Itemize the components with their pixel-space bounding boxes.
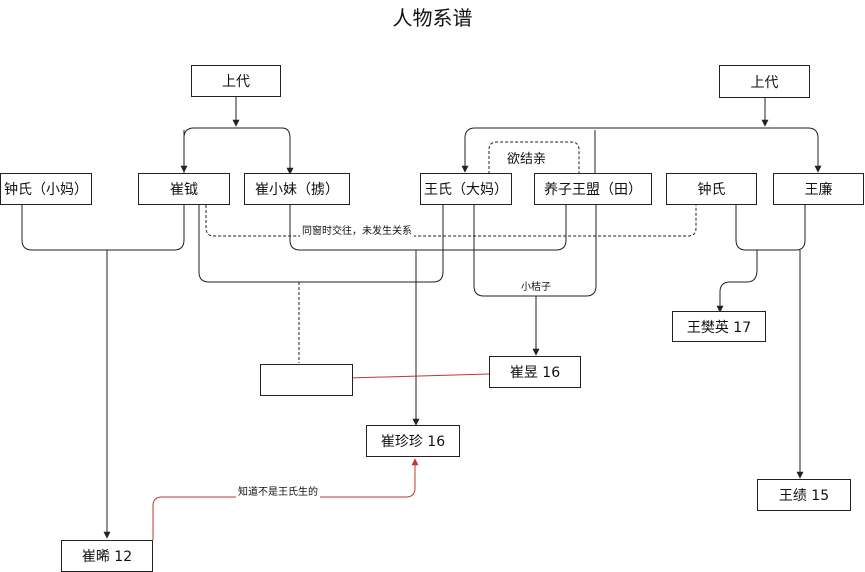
label-marriage-intent: 欲结亲: [505, 148, 549, 167]
label-xiao-jiezi: 小桔子: [519, 278, 553, 293]
node-unknown-child[interactable]: [260, 364, 353, 396]
node-zhong-shi-xiao-ma[interactable]: 钟氏（小妈）: [0, 173, 92, 205]
node-wang-ji[interactable]: 王绩 15: [757, 479, 851, 511]
edge-ancestor-right-children: [461, 97, 822, 174]
node-zhong-shi[interactable]: 钟氏: [666, 173, 757, 205]
node-cui-xiao-mei[interactable]: 崔小妹（掳）: [244, 173, 350, 205]
label-knows-not-wang: 知道不是王氏生的: [236, 483, 320, 498]
node-wang-shi-da-ma[interactable]: 王氏（大妈）: [420, 173, 512, 205]
edge-cui-yue-wang-shi: [198, 205, 444, 283]
label-classmates-note: 同窗时交往，未发生关系: [300, 222, 414, 237]
edge-to-cui-xi: [21, 205, 185, 539]
node-cui-xi[interactable]: 崔晞 12: [61, 540, 153, 572]
node-adopted-son-wang-meng[interactable]: 养子王盟（田）: [534, 173, 652, 205]
edge-ancestor-left-children: [180, 96, 294, 175]
node-ancestor-left[interactable]: 上代: [191, 65, 281, 97]
edge-red-cui-xi-knows: [152, 458, 419, 540]
page-title: 人物系谱: [392, 6, 473, 30]
node-cui-yu[interactable]: 崔昱 16: [489, 356, 581, 388]
node-wang-fan-ying[interactable]: 王樊英 17: [672, 311, 766, 342]
edge-to-cui-yu: [473, 205, 597, 356]
edge-to-wang-children: [716, 205, 806, 479]
edge-classmates-note: [205, 205, 697, 237]
node-ancestor-right[interactable]: 上代: [719, 65, 810, 98]
edge-to-cui-zhen-zhen: [289, 205, 567, 426]
node-cui-yue[interactable]: 崔钺: [138, 173, 230, 205]
node-cui-zhen-zhen[interactable]: 崔珍珍 16: [366, 425, 460, 457]
edge-marriage-intent: [488, 141, 580, 174]
node-wang-lian[interactable]: 王廉: [773, 173, 864, 205]
